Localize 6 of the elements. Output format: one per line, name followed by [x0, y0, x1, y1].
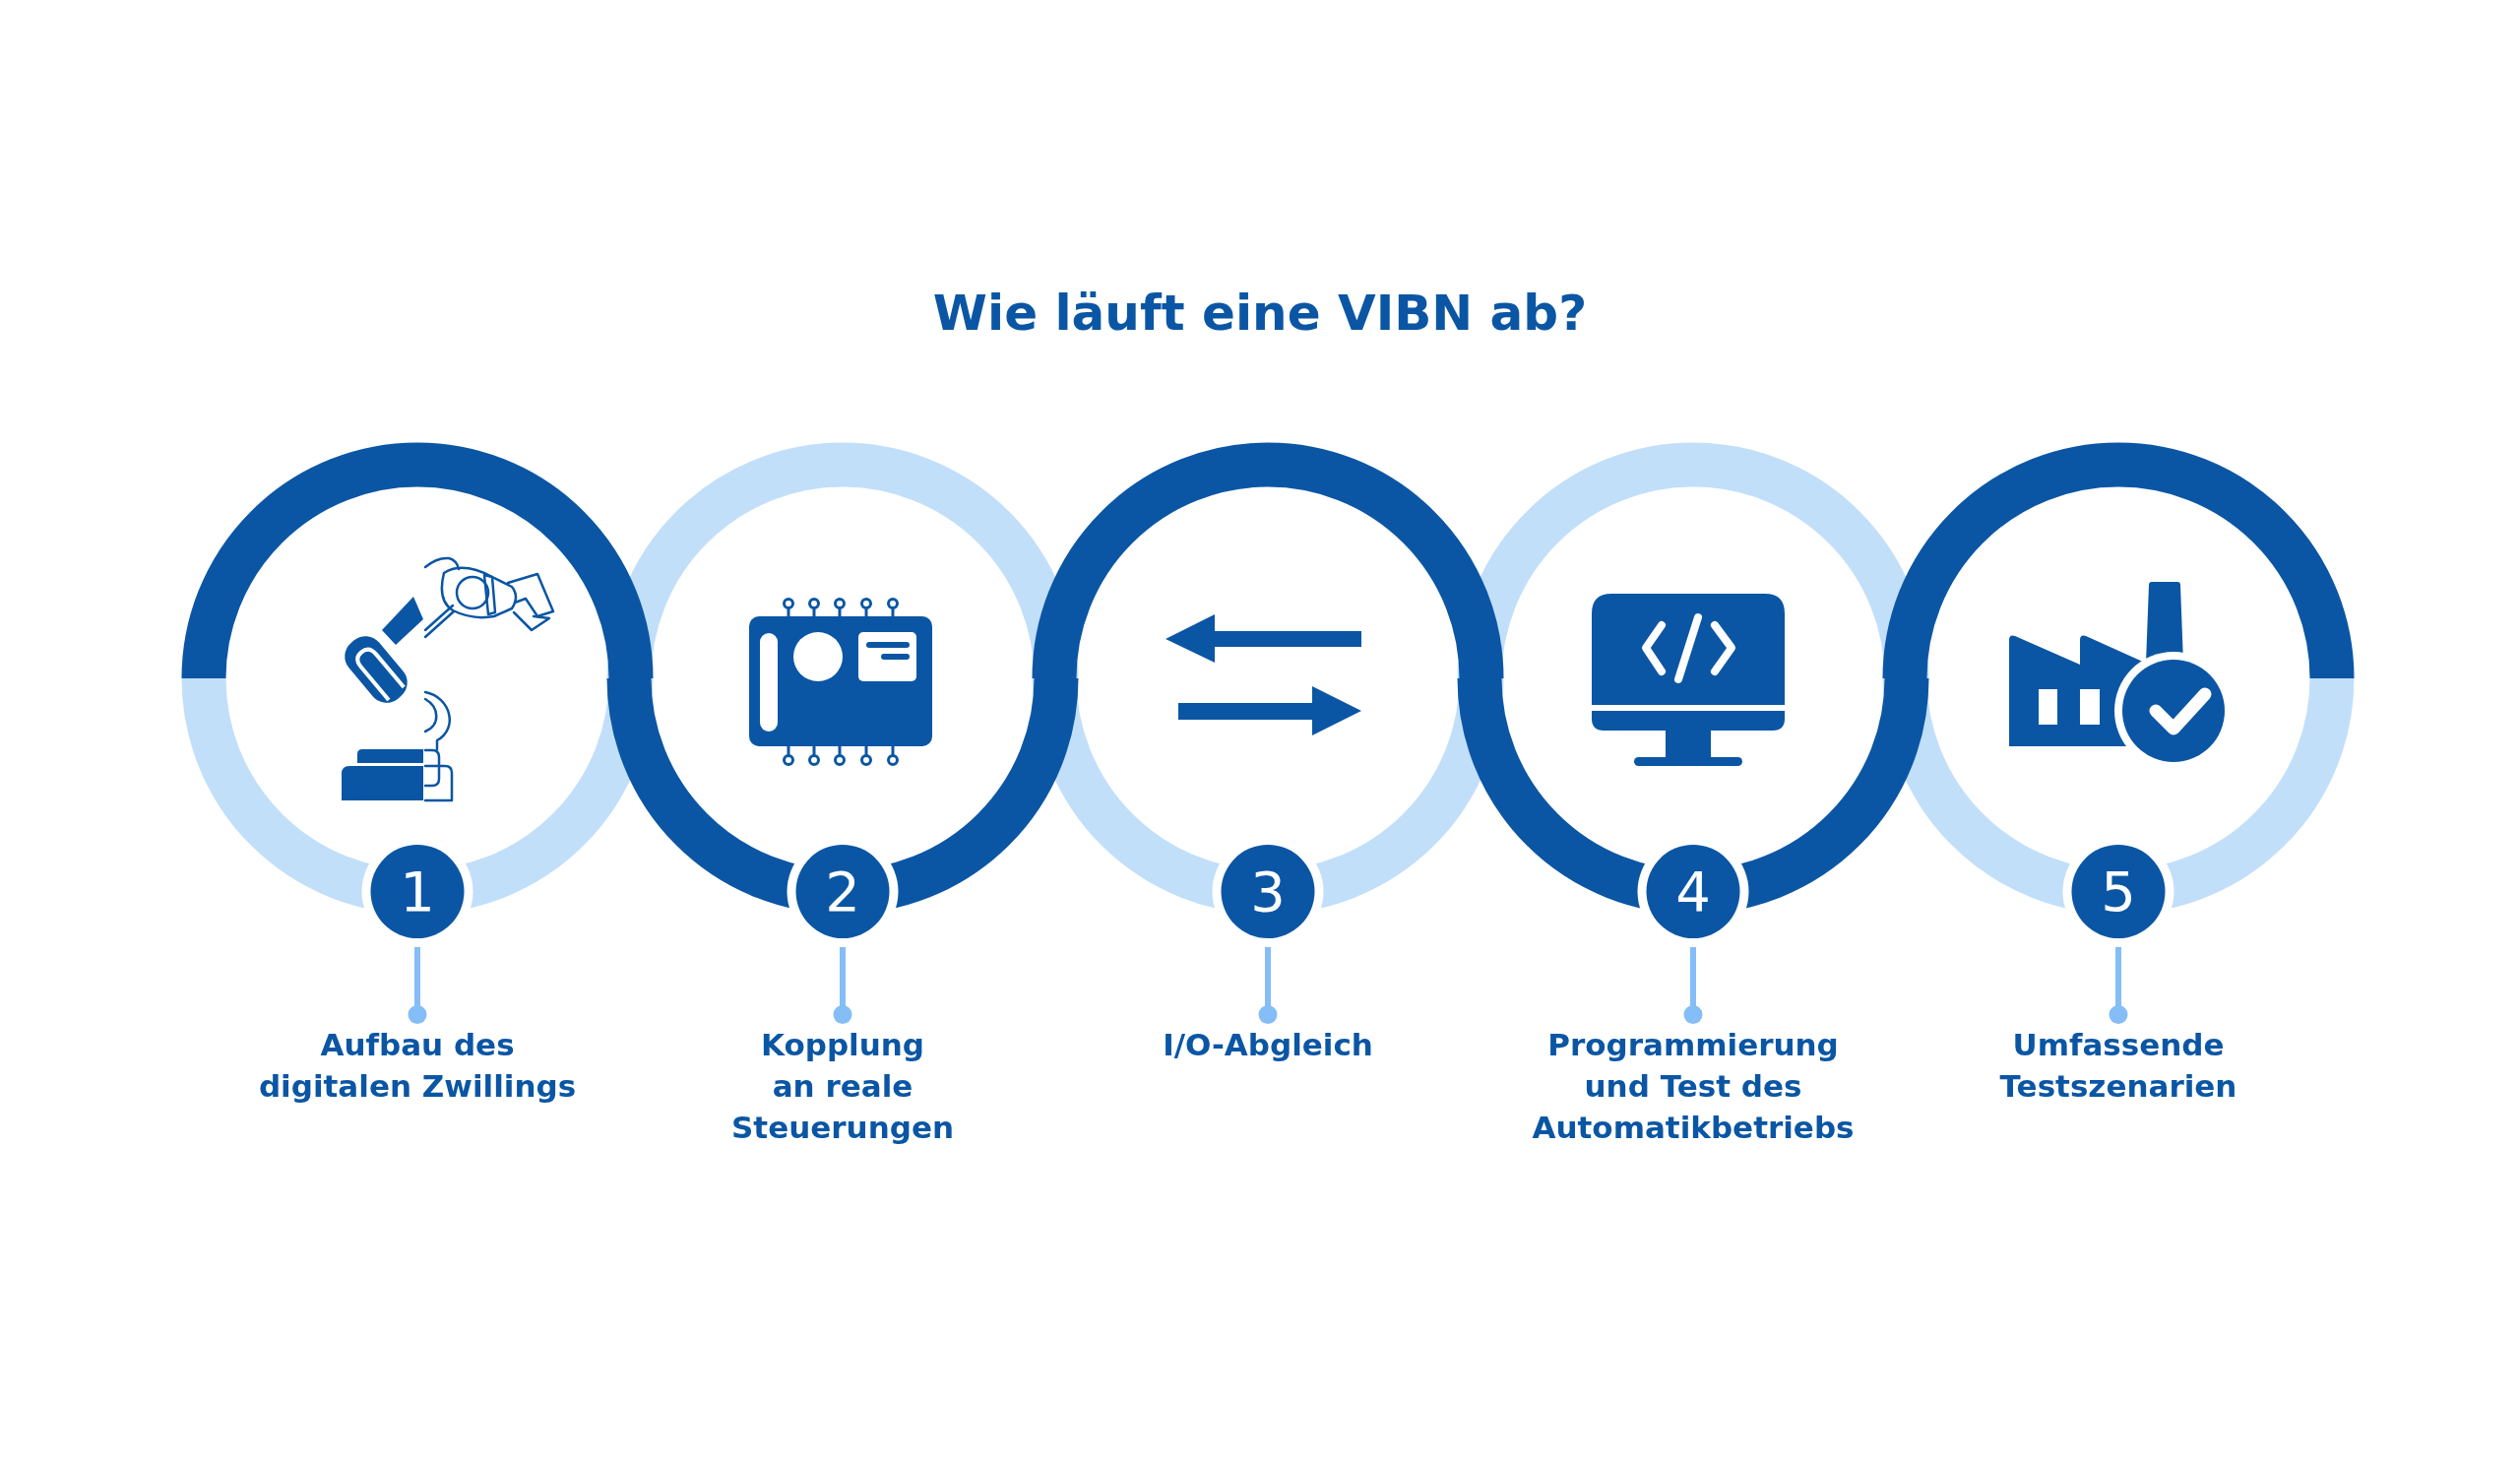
step-label: I/O-Abgleich [1163, 1024, 1373, 1065]
step-label: Kopplung an reale Steuerungen [731, 1024, 954, 1148]
step-label: Aufbau des digitalen Zwillings [258, 1024, 577, 1107]
step-label: Umfassende Testszenarien [1999, 1024, 2237, 1107]
title: Wie läuft eine VIBN ab? [932, 284, 1588, 343]
step-label: Programmierung und Test des Automatikbetriebs [1532, 1024, 1855, 1148]
